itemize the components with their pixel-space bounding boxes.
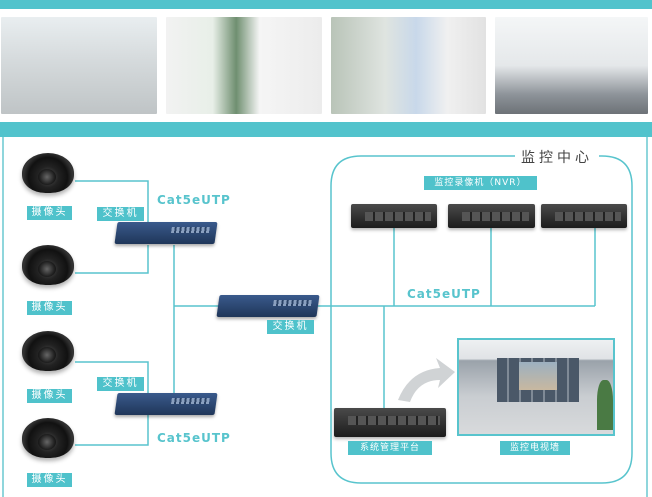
camera-icon bbox=[22, 418, 74, 458]
cable-label-bottom: Cat5eUTP bbox=[157, 431, 231, 445]
monitoring-center-title: 监控中心 bbox=[515, 147, 599, 167]
camera-icon bbox=[22, 153, 74, 193]
camera-label: 摄像头 bbox=[27, 473, 72, 487]
camera-icon bbox=[22, 245, 74, 285]
switch-icon-center bbox=[216, 295, 320, 317]
nvr-icon bbox=[541, 204, 627, 228]
monitoring-center-frame bbox=[330, 155, 633, 484]
cable-label-top: Cat5eUTP bbox=[157, 193, 231, 207]
camera-label: 摄像头 bbox=[27, 301, 72, 315]
pharmacy-photo bbox=[331, 17, 486, 114]
control-room-photo bbox=[1, 17, 157, 114]
management-server-icon bbox=[334, 408, 446, 437]
right-border bbox=[646, 137, 648, 497]
left-border bbox=[2, 137, 4, 497]
platform-label: 系统管理平台 bbox=[348, 441, 432, 455]
camera-icon bbox=[22, 331, 74, 371]
camera4-link bbox=[75, 415, 149, 446]
camera3-link bbox=[75, 361, 149, 395]
switch-label-bottom: 交换机 bbox=[97, 377, 144, 391]
camera2-link bbox=[75, 245, 149, 274]
switch-icon-bottom bbox=[114, 393, 218, 415]
video-wall-image bbox=[457, 338, 615, 436]
camera-label: 摄像头 bbox=[27, 389, 72, 403]
nvr-icon bbox=[351, 204, 437, 228]
camera1-link bbox=[75, 180, 149, 224]
arrow-icon bbox=[398, 358, 455, 402]
switch-label-top: 交换机 bbox=[97, 207, 144, 221]
laboratory-photo bbox=[495, 17, 648, 114]
switch-icon-top bbox=[114, 222, 218, 244]
camera-label: 摄像头 bbox=[27, 206, 72, 220]
nvr-icon bbox=[448, 204, 535, 228]
cable-label-center: Cat5eUTP bbox=[407, 287, 481, 301]
nvr-label: 监控录像机（NVR） bbox=[424, 176, 537, 190]
switch-label-center: 交换机 bbox=[267, 320, 314, 334]
medical-staff-monitor-photo bbox=[166, 17, 322, 114]
video-wall-label: 监控电视墙 bbox=[500, 441, 570, 455]
section-band bbox=[0, 122, 652, 137]
top-band bbox=[0, 0, 652, 9]
